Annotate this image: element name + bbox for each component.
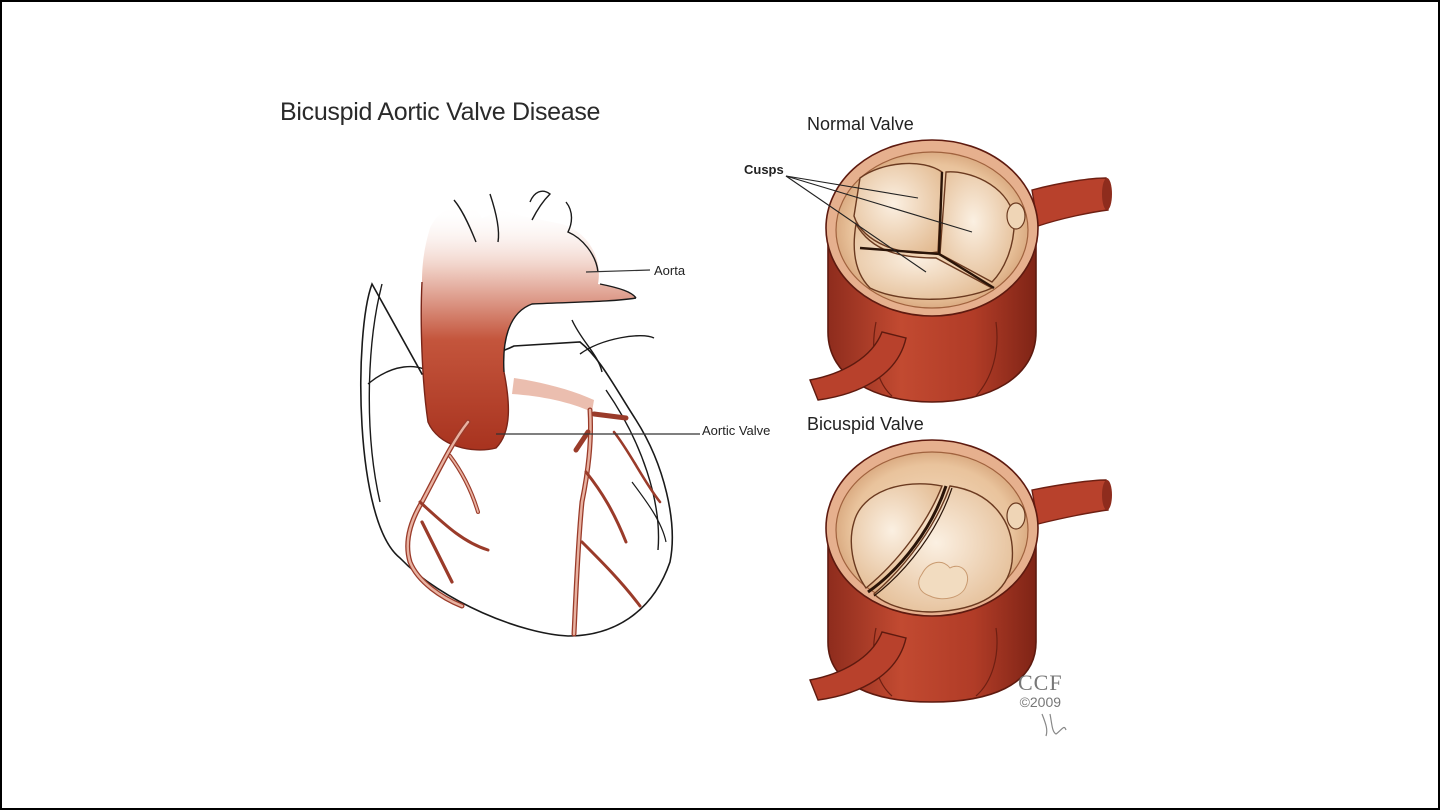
bicuspid-valve-diagram [809,439,1112,703]
cusps-label: Cusps [744,162,784,177]
normal-valve-label: Normal Valve [807,114,914,134]
normal-valve-diagram [785,139,1112,403]
credit-organization: CCF [1018,670,1063,695]
copyright-credit: CCF ©2009 [1018,670,1063,710]
aorta-shape [421,205,636,450]
artist-signature [1041,713,1067,737]
heart-diagram [360,190,700,637]
diagram-title: Bicuspid Aortic Valve Disease [280,98,601,126]
credit-year: ©2009 [1019,694,1062,710]
aorta-leader [585,269,651,273]
coronary-arteries [405,407,662,637]
bicuspid-valve-label: Bicuspid Valve [807,414,924,434]
aortic-valve-label: Aortic Valve [702,423,771,438]
aorta-label: Aorta [654,263,686,278]
